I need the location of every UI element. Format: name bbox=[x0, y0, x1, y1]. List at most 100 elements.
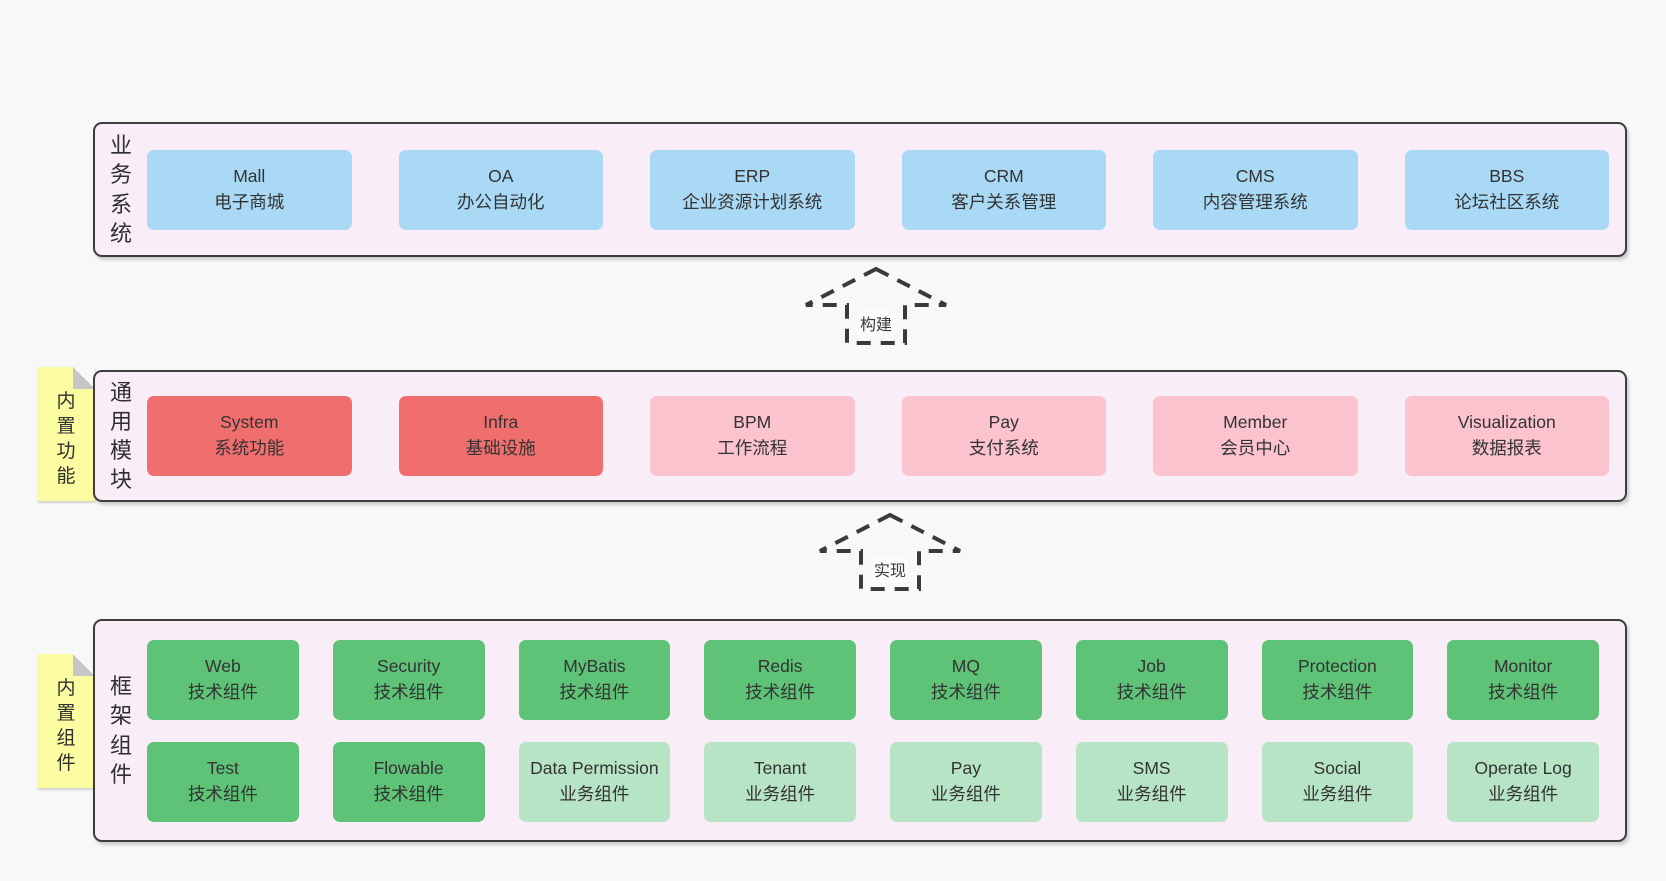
section-side-label-text: 框架组件 bbox=[109, 674, 132, 787]
box-title: Data Permission bbox=[530, 757, 659, 778]
box-title: SMS bbox=[1132, 757, 1171, 778]
box-title: Infra bbox=[483, 412, 519, 433]
box-title: BPM bbox=[733, 412, 772, 433]
box-crm: CRM 客户关系管理 bbox=[901, 149, 1106, 230]
section-business-systems: 业务系统 Mall 电子商城 OA 办公自动化 ERP 企业资源计划系统 CRM… bbox=[93, 122, 1627, 257]
box-subtitle: 业务组件 bbox=[559, 783, 630, 804]
box-data-permission: Data Permission 业务组件 bbox=[518, 741, 671, 822]
section-side-label-text: 通用模块 bbox=[109, 379, 132, 493]
box-title: Member bbox=[1223, 412, 1288, 433]
arrow-build-label: 构建 bbox=[856, 310, 896, 336]
box-cms: CMS 内容管理系统 bbox=[1153, 149, 1358, 230]
sticky-note-label: 内置功能 bbox=[56, 390, 76, 488]
components-box-grid: Web 技术组件 Security 技术组件 MyBatis 技术组件 Redi… bbox=[147, 621, 1625, 840]
box-title: Monitor bbox=[1493, 655, 1553, 676]
arrow-build: 构建 bbox=[803, 266, 949, 346]
up-arrow-icon bbox=[819, 512, 961, 591]
box-title: System bbox=[220, 412, 279, 433]
box-title: ERP bbox=[734, 165, 771, 186]
box-oa: OA 办公自动化 bbox=[398, 149, 603, 230]
sticky-note-label: 内置组件 bbox=[56, 677, 76, 775]
box-subtitle: 技术组件 bbox=[187, 783, 258, 804]
folded-corner-icon bbox=[73, 367, 95, 389]
box-title: MyBatis bbox=[563, 655, 626, 676]
arrow-implement-label: 实现 bbox=[870, 556, 910, 582]
section-side-label: 通用模块 bbox=[95, 372, 147, 500]
box-title: Job bbox=[1137, 655, 1166, 676]
box-pay: Pay 支付系统 bbox=[901, 396, 1106, 476]
box-subtitle: 技术组件 bbox=[1116, 681, 1187, 702]
box-title: Web bbox=[205, 655, 241, 676]
section-common-modules: 通用模块 System 系统功能 Infra 基础设施 BPM 工作流程 Pay… bbox=[93, 370, 1627, 502]
box-subtitle: 技术组件 bbox=[373, 681, 444, 702]
box-mybatis: MyBatis 技术组件 bbox=[518, 639, 671, 720]
box-subtitle: 技术组件 bbox=[1302, 681, 1373, 702]
box-title: CRM bbox=[983, 165, 1024, 186]
up-arrow-icon bbox=[805, 266, 947, 345]
section-side-label: 框架组件 bbox=[95, 621, 147, 840]
box-mq: MQ 技术组件 bbox=[890, 639, 1042, 720]
box-sms: SMS 业务组件 bbox=[1075, 741, 1228, 822]
box-infra: Infra 基础设施 bbox=[398, 396, 603, 476]
box-security: Security 技术组件 bbox=[332, 639, 485, 720]
folded-corner-icon bbox=[73, 654, 95, 676]
box-flowable: Flowable 技术组件 bbox=[332, 741, 485, 822]
box-subtitle: 技术组件 bbox=[559, 681, 630, 702]
box-monitor: Monitor 技术组件 bbox=[1447, 639, 1599, 720]
box-title: Protection bbox=[1297, 655, 1377, 676]
modules-box-row: System 系统功能 Infra 基础设施 BPM 工作流程 Pay 支付系统… bbox=[147, 372, 1625, 500]
box-subtitle: 技术组件 bbox=[373, 783, 444, 804]
box-subtitle: 支付系统 bbox=[968, 438, 1039, 458]
box-title: CMS bbox=[1235, 165, 1275, 186]
box-title: Tenant bbox=[753, 757, 807, 778]
box-title: Mall bbox=[233, 165, 266, 186]
box-subtitle: 业务组件 bbox=[1302, 783, 1373, 804]
box-subtitle: 技术组件 bbox=[1488, 681, 1559, 702]
box-title: Pay bbox=[950, 757, 981, 778]
box-title: BBS bbox=[1489, 165, 1525, 186]
box-subtitle: 办公自动化 bbox=[457, 191, 545, 212]
box-subtitle: 业务组件 bbox=[930, 783, 1001, 804]
box-subtitle: 工作流程 bbox=[717, 438, 788, 458]
box-subtitle: 会员中心 bbox=[1220, 438, 1291, 458]
box-job: Job 技术组件 bbox=[1075, 639, 1228, 720]
arrow-implement: 实现 bbox=[817, 512, 963, 592]
box-bpm: BPM 工作流程 bbox=[650, 396, 855, 476]
box-title: Security bbox=[377, 655, 441, 676]
box-subtitle: 技术组件 bbox=[930, 681, 1001, 702]
box-subtitle: 论坛社区系统 bbox=[1454, 191, 1560, 212]
box-subtitle: 业务组件 bbox=[1488, 783, 1559, 804]
box-tenant: Tenant 业务组件 bbox=[704, 741, 856, 822]
section-framework-components: 框架组件 Web 技术组件 Security 技术组件 MyBatis 技术组件… bbox=[93, 619, 1627, 842]
box-title: Visualization bbox=[1457, 412, 1556, 433]
box-mall: Mall 电子商城 bbox=[147, 149, 352, 230]
box-title: Redis bbox=[757, 655, 803, 676]
business-box-row: Mall 电子商城 OA 办公自动化 ERP 企业资源计划系统 CRM 客户关系… bbox=[147, 124, 1625, 255]
box-subtitle: 客户关系管理 bbox=[951, 191, 1057, 212]
box-test: Test 技术组件 bbox=[147, 741, 299, 822]
box-title: MQ bbox=[951, 655, 980, 676]
box-subtitle: 系统功能 bbox=[214, 438, 285, 458]
box-bbs: BBS 论坛社区系统 bbox=[1404, 149, 1609, 230]
box-subtitle: 技术组件 bbox=[187, 681, 258, 702]
box-subtitle: 业务组件 bbox=[745, 783, 816, 804]
box-title: Pay bbox=[988, 412, 1019, 433]
box-title: Social bbox=[1313, 757, 1362, 778]
sticky-note-built-in-components: 内置组件 bbox=[37, 654, 95, 788]
box-pay-component: Pay 业务组件 bbox=[890, 741, 1042, 822]
box-subtitle: 电子商城 bbox=[214, 191, 285, 212]
box-subtitle: 基础设施 bbox=[465, 438, 536, 458]
section-side-label-text: 业务系统 bbox=[109, 133, 132, 246]
box-subtitle: 业务组件 bbox=[1116, 783, 1187, 804]
box-subtitle: 技术组件 bbox=[745, 681, 816, 702]
box-subtitle: 企业资源计划系统 bbox=[682, 191, 823, 212]
box-title: Operate Log bbox=[1474, 757, 1572, 778]
box-subtitle: 数据报表 bbox=[1471, 438, 1542, 458]
box-redis: Redis 技术组件 bbox=[704, 639, 856, 720]
box-operate-log: Operate Log 业务组件 bbox=[1447, 741, 1599, 822]
box-protection: Protection 技术组件 bbox=[1261, 639, 1414, 720]
box-title: Flowable bbox=[373, 757, 444, 778]
box-visualization: Visualization 数据报表 bbox=[1404, 396, 1609, 476]
box-system: System 系统功能 bbox=[147, 396, 352, 476]
